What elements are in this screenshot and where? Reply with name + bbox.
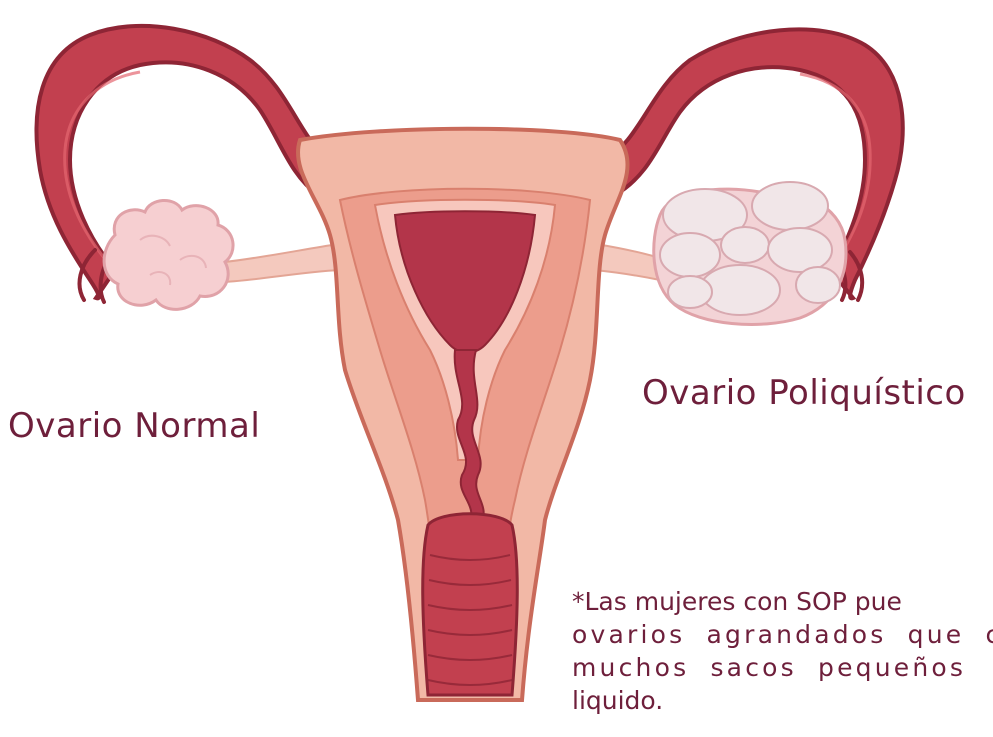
polycystic-ovary-label: Ovario Poliquístico — [642, 373, 966, 413]
vaginal-canal — [423, 514, 518, 695]
sop-note: *Las mujeres con SOP pue ovarios agranda… — [572, 585, 993, 717]
polycystic-ovary — [654, 182, 846, 324]
note-line-4: liquido. — [572, 684, 993, 717]
note-line-2: ovarios agrandados que c — [572, 618, 993, 651]
left-ovarian-ligament — [225, 244, 340, 282]
normal-ovary-label: Ovario Normal — [8, 406, 260, 446]
note-line-1: *Las mujeres con SOP pue — [572, 585, 993, 618]
normal-ovary — [104, 200, 233, 309]
note-line-3: muchos sacos pequeños — [572, 651, 993, 684]
